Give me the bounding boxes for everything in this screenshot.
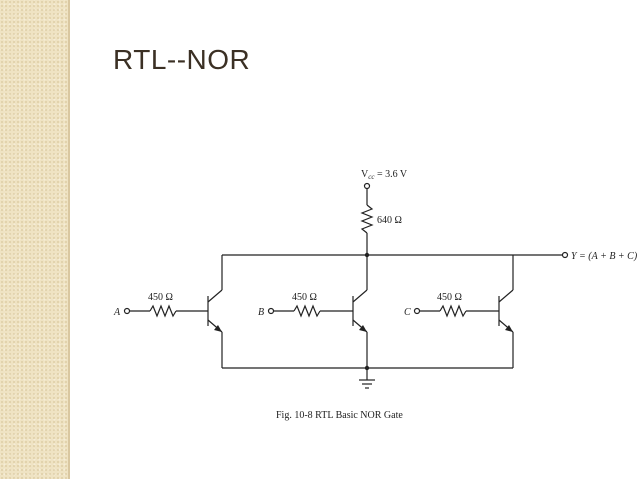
sidebar-divider	[68, 0, 70, 479]
output-terminal	[561, 251, 569, 259]
input-c-resistor-label: 450 Ω	[437, 292, 462, 303]
input-b-terminal	[267, 307, 275, 315]
input-c-terminal	[413, 307, 421, 315]
collector-resistor	[360, 204, 374, 234]
input-c-resistor	[439, 304, 467, 318]
input-a-label: A	[113, 307, 121, 318]
decorative-sidebar-strip	[0, 0, 68, 479]
transistor-a-emitter-arrow	[214, 325, 222, 332]
input-a-terminal	[123, 307, 131, 315]
transistor-c-collector	[498, 289, 514, 303]
transistor-c-emitter-arrow	[505, 325, 513, 332]
figure-caption: Fig. 10-8 RTL Basic NOR Gate	[276, 410, 403, 421]
input-c-label: C	[404, 307, 411, 318]
ground-junction-dot	[364, 365, 370, 371]
collector-resistor-label: 640 Ω	[377, 215, 402, 226]
output-expression-label: Y = (A + B + C)′	[571, 251, 638, 262]
vcc-terminal	[363, 182, 371, 190]
transistor-a-collector	[207, 289, 223, 303]
input-b-resistor-label: 450 Ω	[292, 292, 317, 303]
vcc-label: Vcc = 3.6 V	[361, 169, 408, 181]
transistor-b-collector	[352, 289, 368, 303]
transistor-b-emitter-arrow	[359, 325, 367, 332]
input-a-resistor	[149, 304, 177, 318]
input-a-resistor-label: 450 Ω	[148, 292, 173, 303]
input-b-label: B	[258, 307, 264, 318]
collector-junction-dot	[364, 252, 370, 258]
slide-title: RTL--NOR	[113, 44, 251, 75]
input-b-resistor	[293, 304, 321, 318]
